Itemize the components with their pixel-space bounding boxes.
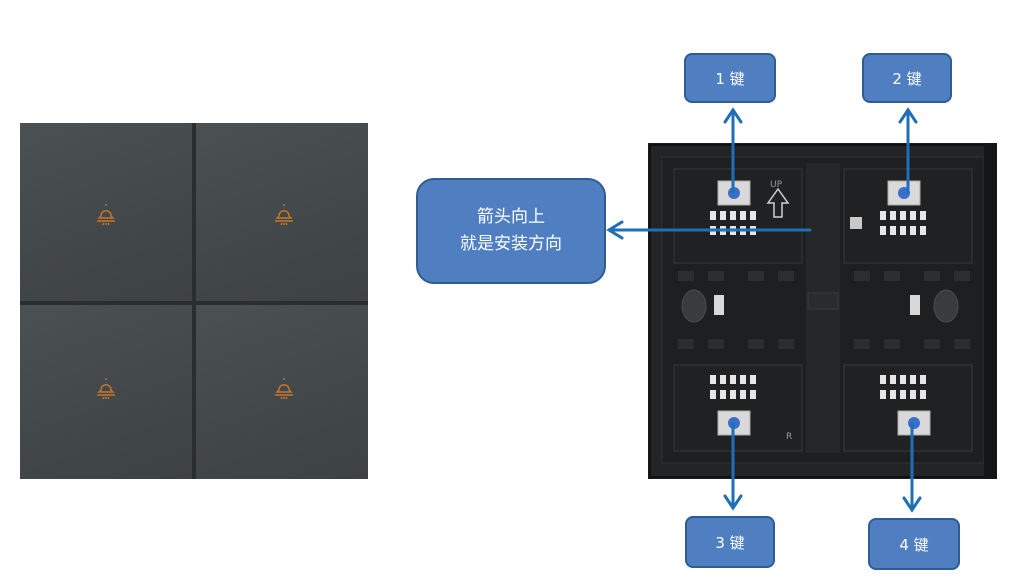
callout-key-4: 4 键	[868, 518, 960, 570]
back-panel-illustration: UP R	[649, 143, 997, 479]
callout-install-direction: 箭头向上 就是安装方向	[416, 178, 606, 284]
bell-icon	[275, 378, 293, 399]
callout-key-3: 3 键	[685, 516, 775, 568]
front-panel	[20, 123, 368, 479]
silk-up-label: UP	[770, 180, 783, 190]
callout-direction-line1: 箭头向上	[477, 207, 545, 227]
panel-divider-horizontal	[20, 301, 368, 305]
bell-icon	[275, 204, 293, 225]
front-key-4[interactable]	[196, 305, 368, 479]
bell-icon	[97, 378, 115, 399]
bell-icon	[97, 204, 115, 225]
callout-key-1: 1 键	[684, 53, 776, 103]
front-key-2[interactable]	[196, 123, 368, 301]
back-panel: UP R	[648, 143, 997, 479]
front-key-3[interactable]	[20, 305, 192, 479]
silk-r-label: R	[786, 432, 792, 442]
callout-key-2: 2 键	[862, 53, 952, 103]
callout-direction-line2: 就是安装方向	[460, 234, 562, 254]
front-key-1[interactable]	[20, 123, 192, 301]
